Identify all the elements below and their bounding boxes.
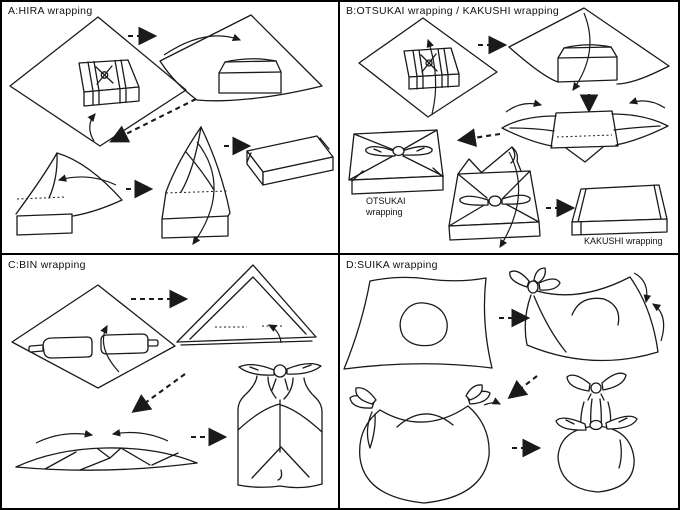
- b-step1-box-on-cloth: [358, 17, 498, 118]
- panel-d-suika-art: [343, 267, 665, 504]
- panel-d-title: D:SUIKA wrapping: [346, 259, 438, 271]
- panel-c-bin-art: [11, 264, 323, 489]
- fold-arrow: [633, 272, 652, 304]
- step-arrow: [131, 373, 186, 413]
- fold-arrow: [426, 38, 437, 115]
- b-kakushi-finished-box: [571, 184, 668, 236]
- d-step4-finished-melon: [555, 372, 638, 493]
- fold-arrow: [505, 99, 543, 113]
- fold-arrow: [87, 113, 96, 142]
- c-step4-wrapped-bottles: [237, 362, 323, 489]
- a-step2-far-corner-over: [159, 14, 323, 102]
- b-otsukai-finished-box: [348, 129, 444, 195]
- c-step1-bottles-on-cloth: [11, 284, 176, 389]
- b-step3-side-wings-fold: [501, 97, 669, 163]
- panel-b-otsukai-kakushi-art: [348, 7, 670, 249]
- fold-arrow: [100, 324, 120, 373]
- fold-arrow: [572, 12, 591, 91]
- fold-arrow: [499, 151, 520, 249]
- kakushi-wrapping-label: KAKUSHI wrapping: [584, 236, 663, 246]
- fold-arrow: [35, 430, 94, 444]
- fold-arrow: [628, 97, 666, 109]
- step-arrow: [507, 375, 538, 399]
- d-step1-melon-on-cloth: [343, 276, 493, 370]
- fold-arrow: [163, 33, 242, 56]
- panel-a-hira-art: [9, 14, 334, 245]
- panel-b-title: B:OTSUKAI wrapping / KAKUSHI wrapping: [346, 5, 560, 17]
- c-step2-folded-triangle: [176, 264, 317, 346]
- otsukai-wrapping-label: OTSUKAI wrapping: [366, 196, 406, 218]
- fold-arrow: [57, 174, 117, 186]
- b-step2-corners-up-over-box: [508, 7, 670, 91]
- panel-c-title: C:BIN wrapping: [8, 259, 86, 271]
- fold-arrow: [483, 397, 502, 406]
- a-step5-finished-box: [246, 135, 334, 186]
- panel-a-title: A:HIRA wrapping: [8, 5, 93, 17]
- step-arrow: [456, 128, 501, 148]
- b-step4-flap-over-knot: [448, 146, 541, 249]
- a-step3-left-corner-wrap: [15, 152, 123, 236]
- d-step3-melon-in-sling: [349, 384, 502, 504]
- a-step4-right-corner-wrap: [161, 126, 231, 245]
- fold-arrow: [267, 324, 282, 344]
- a-step1-box-on-cloth: [9, 16, 187, 147]
- fold-arrow: [111, 428, 169, 442]
- d-step2-corners-tied: [509, 267, 665, 362]
- c-step3-rolled-bundle: [15, 428, 198, 471]
- fold-arrow: [652, 303, 665, 342]
- step-arrow: [109, 98, 197, 143]
- fold-arrow: [192, 141, 215, 245]
